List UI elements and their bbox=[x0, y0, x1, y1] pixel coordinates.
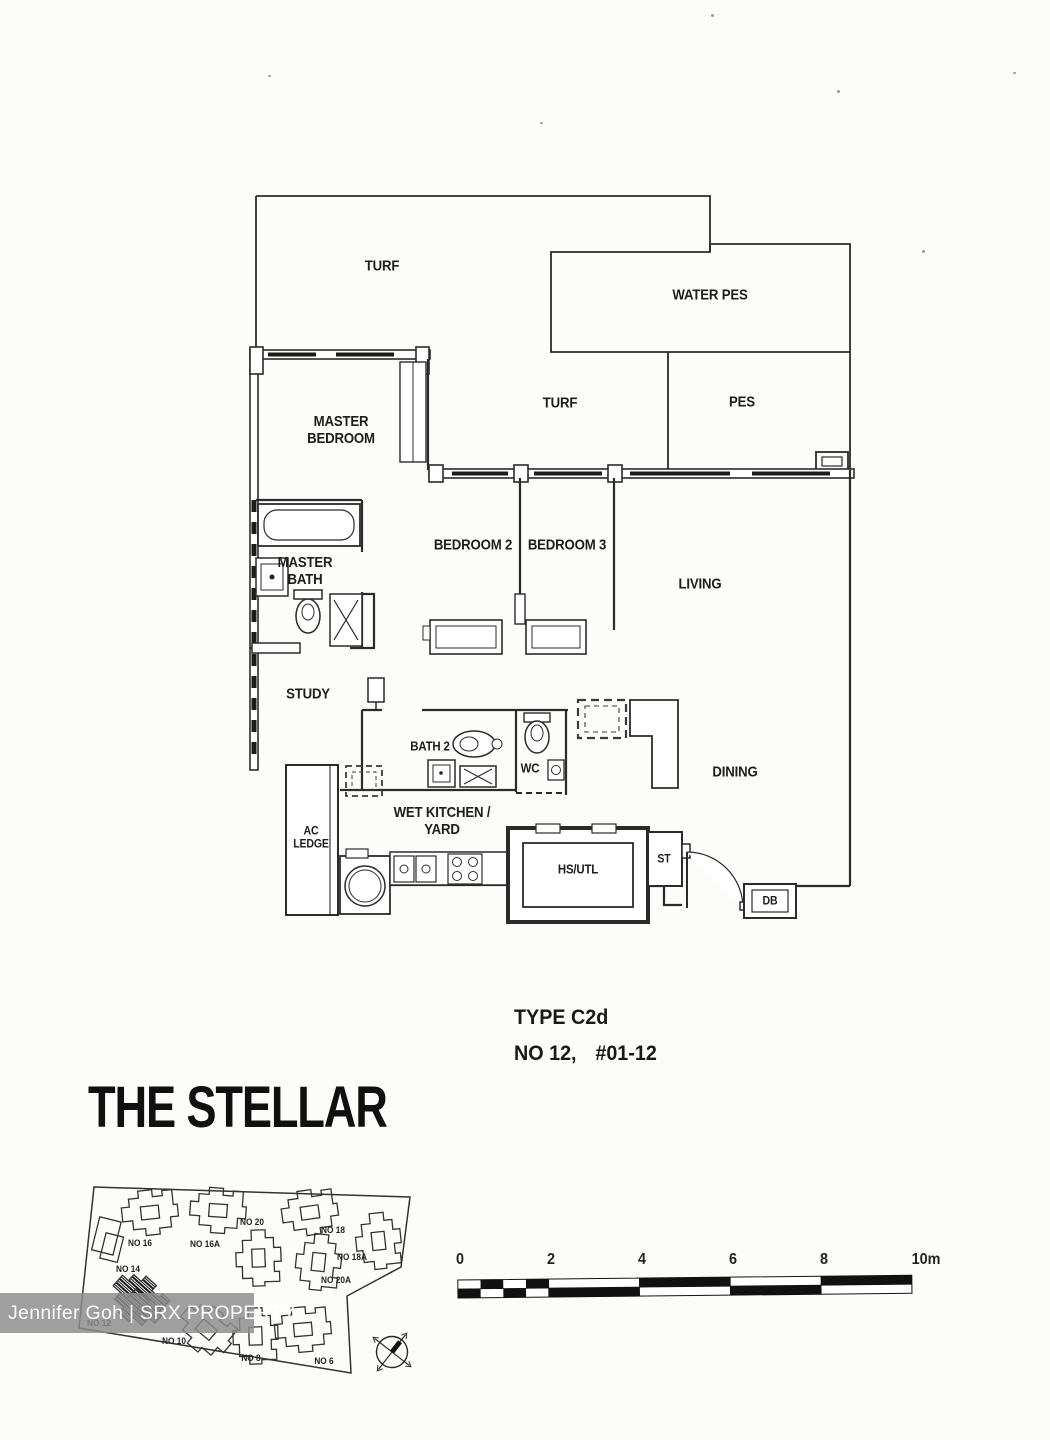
site-building bbox=[90, 1215, 125, 1264]
bath2-wc-fixtures bbox=[427, 712, 566, 794]
study-wall-notch bbox=[367, 677, 385, 710]
entrance-door-arc bbox=[686, 851, 744, 909]
room-label-water-pes: WATER PES bbox=[672, 286, 748, 304]
room-label-bedroom-3: BEDROOM 3 bbox=[527, 536, 607, 554]
room-label-bedroom-2: BEDROOM 2 bbox=[433, 536, 513, 554]
room-label-master-bath: MASTER BATH bbox=[277, 554, 333, 588]
scale-tick-0: 0 bbox=[455, 1251, 465, 1268]
site-label-no-18a: NO 18A bbox=[337, 1252, 367, 1262]
toilet-icon bbox=[293, 589, 323, 600]
room-label-turf-top: TURF bbox=[364, 257, 400, 275]
outdoor-areas bbox=[255, 195, 851, 471]
room-label-pes: PES bbox=[729, 393, 755, 411]
unit-floor: #01-12 bbox=[595, 1042, 657, 1065]
store-box bbox=[647, 831, 683, 887]
ac-ledge-box bbox=[285, 764, 339, 916]
agent-watermark: Jennifer Goh | SRX PROPERTY bbox=[0, 1293, 296, 1333]
room-label-st: ST bbox=[657, 851, 671, 866]
room-label-turf-mid: TURF bbox=[542, 394, 578, 412]
site-label-no-18: NO 18 bbox=[321, 1225, 345, 1235]
room-label-wc: WC bbox=[520, 760, 540, 776]
room-label-master-bedroom: MASTER BEDROOM bbox=[307, 413, 375, 447]
scale-tick-10m: 10m bbox=[911, 1251, 941, 1268]
site-label-no-6: NO 6 bbox=[314, 1356, 334, 1366]
room-label-living: LIVING bbox=[678, 575, 722, 593]
unit-type-label: TYPE C2d bbox=[514, 1006, 609, 1029]
room-label-db: DB bbox=[762, 893, 778, 908]
unit-number: NO 12, bbox=[514, 1042, 577, 1065]
site-label-no-14: NO 14 bbox=[116, 1264, 140, 1274]
room-label-hs-utl: HS/UTL bbox=[557, 861, 599, 877]
scan-speck bbox=[268, 75, 271, 77]
project-title: THE STELLAR bbox=[88, 1075, 388, 1140]
site-label-no-10: NO 10 bbox=[162, 1336, 186, 1346]
master-bath-fixtures bbox=[251, 503, 363, 654]
site-label-no-16: NO 16 bbox=[128, 1238, 152, 1248]
scale-tick-4: 4 bbox=[637, 1251, 647, 1268]
scale-tick-6: 6 bbox=[728, 1251, 738, 1268]
site-label-no-8: NO 8 bbox=[241, 1353, 261, 1363]
scale-bar bbox=[457, 1274, 913, 1299]
room-label-study: STUDY bbox=[286, 685, 330, 703]
site-label-no-20a: NO 20A bbox=[321, 1275, 351, 1285]
window-strips bbox=[251, 352, 830, 754]
scan-speck bbox=[1013, 72, 1016, 74]
scan-speck bbox=[540, 122, 543, 124]
stove-icon bbox=[447, 853, 483, 885]
room-label-wet-kitchen: WET KITCHEN / YARD bbox=[393, 804, 491, 838]
scan-speck bbox=[922, 250, 925, 253]
site-label-no-20: NO 20 bbox=[240, 1217, 264, 1227]
room-label-bath-2: BATH 2 bbox=[410, 738, 450, 754]
scale-tick-2: 2 bbox=[546, 1251, 556, 1268]
room-label-ac-ledge: AC LEDGE bbox=[293, 823, 329, 851]
household-shelter bbox=[506, 823, 797, 924]
scale-tick-8: 8 bbox=[819, 1251, 829, 1268]
site-plan-drawing bbox=[78, 1185, 411, 1374]
scan-speck bbox=[837, 90, 840, 93]
room-label-dining: DINING bbox=[712, 763, 758, 781]
site-label-no-16a: NO 16A bbox=[190, 1239, 220, 1249]
unit-type-block: TYPE C2d NO 12, #01-12 bbox=[514, 1006, 657, 1066]
wardrobes bbox=[399, 361, 587, 655]
kitchen-fixtures bbox=[285, 764, 509, 916]
dashed-appliance-spaces bbox=[345, 698, 679, 797]
compass-icon bbox=[372, 1332, 412, 1372]
scan-speck bbox=[711, 14, 714, 17]
